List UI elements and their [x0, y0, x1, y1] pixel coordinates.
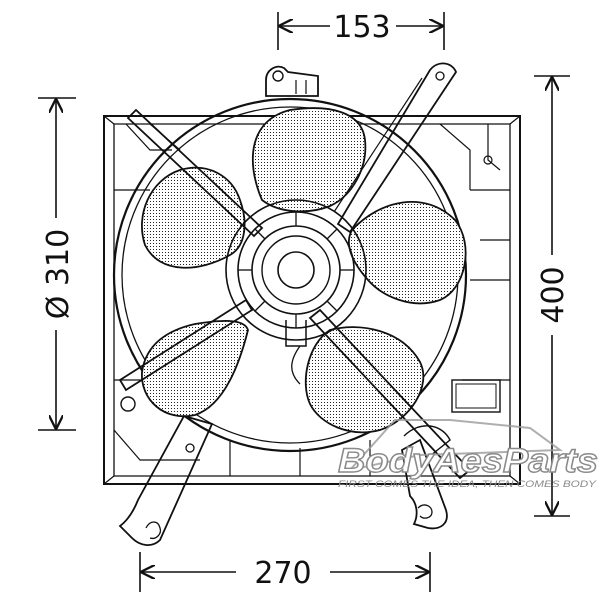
fan-blade: [347, 200, 467, 305]
shroud-frame: [103, 115, 521, 485]
electrical-connector: [265, 65, 319, 97]
fan-blades: [141, 107, 467, 434]
watermark-logo-icon: [347, 419, 563, 472]
bottom-left-arm: [118, 298, 254, 392]
dimension-bottom-label: 270: [254, 556, 311, 591]
dimension-lines: [38, 12, 570, 592]
dimension-height-label: 400: [536, 266, 571, 323]
bottom-right-bracket: [401, 438, 448, 530]
dimension-top-label: 153: [333, 10, 390, 45]
bottom-right-link: [403, 425, 451, 457]
bottom-right-arm: [308, 308, 472, 480]
dimension-diameter-label: Ø 310: [41, 229, 76, 319]
fan-blade: [141, 320, 249, 418]
watermark: BodyAesParts FIRST COMES THE IDEA, THEN …: [337, 419, 599, 489]
fan-hub: [225, 199, 367, 385]
mounting-arms: [118, 62, 472, 546]
top-right-arm: [336, 62, 458, 234]
bottom-left-bracket: [118, 414, 214, 546]
fan-blade: [304, 326, 425, 434]
fan-blade: [251, 107, 367, 213]
fan-blade: [141, 166, 246, 269]
top-left-arm: [126, 108, 264, 238]
watermark-brand: BodyAesParts: [338, 442, 598, 480]
watermark-tagline: FIRST COMES THE IDEA, THEN COMES BODY: [338, 479, 597, 489]
